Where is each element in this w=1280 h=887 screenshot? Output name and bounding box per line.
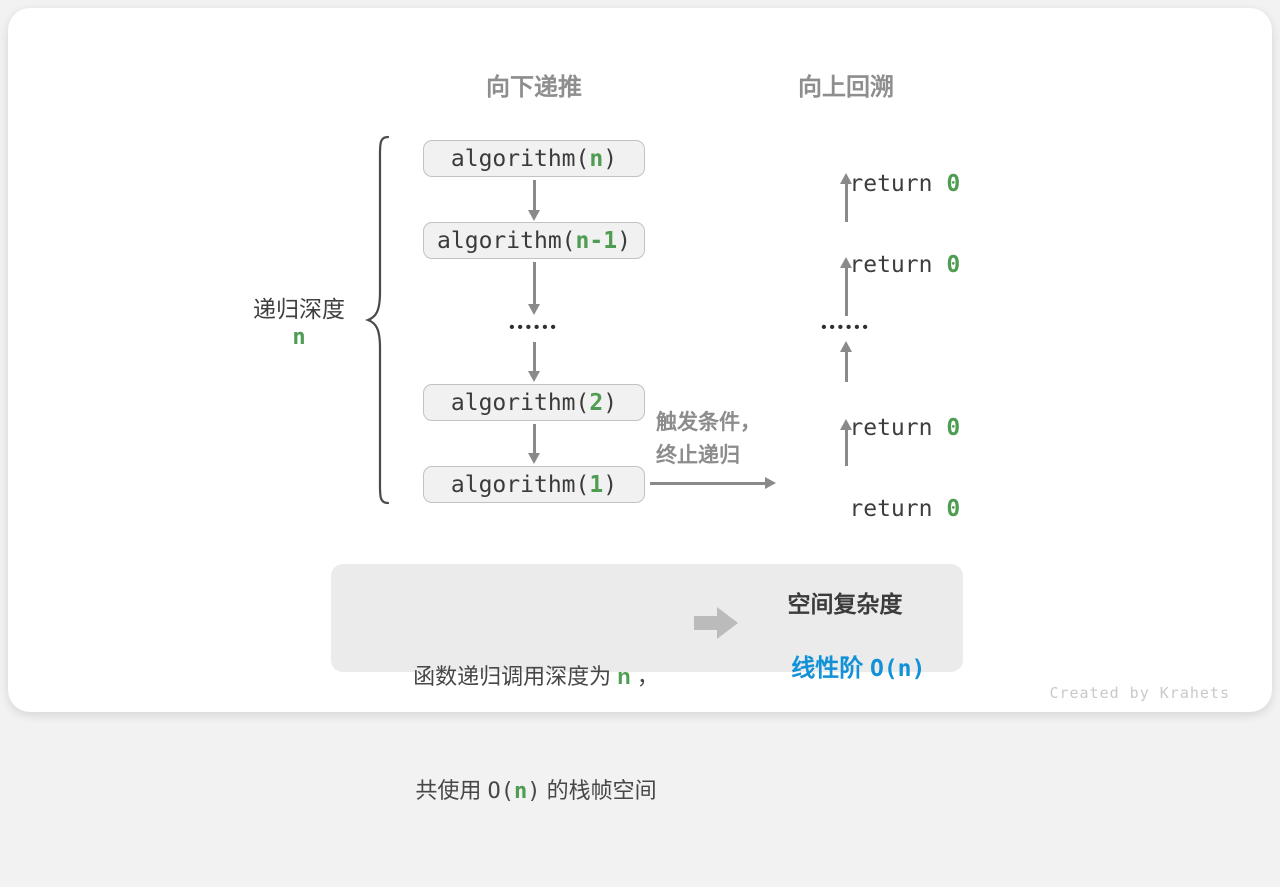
summary-text: 函数递归调用深度为 n ， 共使用 O(n) 的栈帧空间 bbox=[351, 582, 721, 887]
depth-value: n bbox=[292, 325, 306, 350]
summary-line2-tail: 的栈帧空间 bbox=[540, 778, 657, 803]
arrow-up-icon bbox=[839, 341, 852, 382]
summary-line2: 共使用 O(n) 的栈帧空间 bbox=[351, 772, 721, 811]
call-close: ) bbox=[603, 145, 618, 172]
summary-big-o-var: n bbox=[514, 779, 528, 804]
ellipsis-down: •••••• bbox=[509, 319, 559, 336]
arrow-right-icon bbox=[650, 476, 776, 489]
call-text: algorithm( bbox=[450, 389, 590, 416]
return-row: return 0 bbox=[794, 145, 960, 197]
complexity-big-o: O(n) bbox=[869, 656, 926, 682]
arrow-up-icon bbox=[839, 419, 852, 466]
summary-big-o-open: O( bbox=[487, 779, 515, 804]
summary-line2-text: 共使用 bbox=[415, 778, 488, 803]
return-text: return bbox=[849, 171, 947, 197]
trigger-condition-line1: 触发条件， bbox=[656, 411, 761, 434]
summary-line1-punct: ， bbox=[630, 664, 659, 689]
call-arg: 1 bbox=[589, 471, 604, 498]
return-value: 0 bbox=[946, 415, 961, 441]
summary-panel bbox=[331, 564, 963, 672]
arrow-down-icon bbox=[527, 180, 540, 221]
arrow-up-icon bbox=[839, 257, 852, 316]
return-row: return 0 bbox=[794, 470, 960, 522]
complexity-order-label: 线性阶 bbox=[791, 655, 870, 682]
return-text: return bbox=[849, 496, 947, 522]
arrow-down-icon bbox=[527, 342, 540, 382]
depth-brace bbox=[364, 135, 390, 505]
summary-line1-text: 函数递归调用深度为 bbox=[413, 664, 618, 689]
space-complexity-value: 线性阶 O(n) bbox=[745, 620, 945, 711]
return-value: 0 bbox=[946, 171, 961, 197]
call-text: algorithm( bbox=[450, 471, 590, 498]
return-value: 0 bbox=[946, 496, 961, 522]
block-arrow-right-icon bbox=[694, 607, 738, 639]
call-text: algorithm( bbox=[450, 145, 590, 172]
header-backtrack-up: 向上回溯 bbox=[798, 74, 894, 101]
return-row: return 0 bbox=[794, 389, 960, 441]
space-complexity-title: 空间复杂度 bbox=[787, 591, 903, 617]
call-close: ) bbox=[617, 227, 631, 254]
summary-big-o-close: ) bbox=[527, 779, 541, 804]
summary-line1: 函数递归调用深度为 n ， bbox=[351, 658, 721, 696]
header-recurse-down: 向下递推 bbox=[486, 74, 582, 101]
return-value: 0 bbox=[946, 252, 961, 278]
trigger-condition-line2: 终止递归 bbox=[656, 444, 740, 467]
return-text: return bbox=[849, 252, 947, 278]
call-arg: n-1 bbox=[575, 227, 618, 254]
call-box-n-1: algorithm(n-1) bbox=[423, 222, 645, 259]
call-text: algorithm( bbox=[437, 227, 576, 254]
arrow-down-icon bbox=[527, 262, 540, 315]
return-row: return 0 bbox=[794, 226, 960, 278]
return-text: return bbox=[849, 415, 947, 441]
call-close: ) bbox=[603, 471, 618, 498]
call-close: ) bbox=[603, 389, 618, 416]
arrow-up-icon bbox=[839, 173, 852, 222]
arrow-down-icon bbox=[527, 424, 540, 464]
summary-line1-var: n bbox=[617, 664, 631, 689]
call-box-n: algorithm(n) bbox=[423, 140, 645, 177]
watermark-credit: Created by Krahets bbox=[1049, 684, 1230, 702]
diagram-card: 向下递推 向上回溯 递归深度 n algorithm(n) algorithm(… bbox=[8, 8, 1272, 804]
ellipsis-up: •••••• bbox=[821, 319, 871, 336]
call-arg: n bbox=[589, 145, 604, 172]
call-arg: 2 bbox=[589, 389, 604, 416]
depth-label: 递归深度 bbox=[253, 296, 345, 322]
call-box-1: algorithm(1) bbox=[423, 466, 645, 503]
call-box-2: algorithm(2) bbox=[423, 384, 645, 421]
